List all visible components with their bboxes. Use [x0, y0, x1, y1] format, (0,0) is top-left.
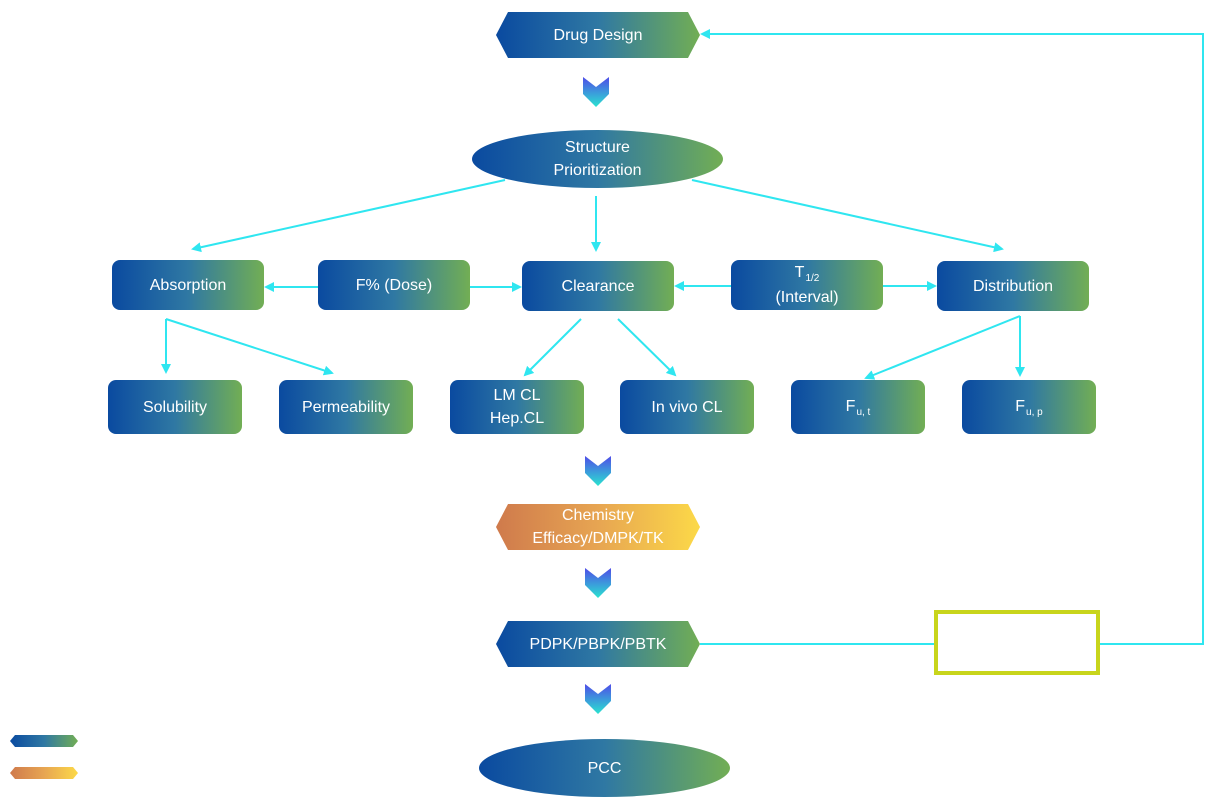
pcc-node: PCC: [479, 739, 730, 797]
absorption-label: Absorption: [149, 276, 227, 294]
connector-structure-to-distribution: [691, 179, 1004, 253]
legend-swatch-blue: [10, 735, 78, 747]
clearance-node: Clearance: [522, 261, 674, 311]
lm-cl-line1: LM CL: [493, 387, 541, 404]
connector-distribution-to-fut: [864, 315, 1021, 380]
decision-box: [934, 610, 1100, 675]
half-life-line1: T1/2: [775, 261, 838, 286]
permeability-node: Permeability: [279, 380, 413, 434]
in-vivo-cl-label: In vivo CL: [651, 398, 723, 416]
connector-clearance-to-invivo: [617, 318, 677, 377]
connector-clearance-to-lmcl: [523, 318, 582, 377]
structure-prioritization-line2: Prioritization: [553, 162, 642, 179]
fu-t-label: Fu, t: [846, 395, 871, 420]
in-vivo-cl-node: In vivo CL: [620, 380, 754, 434]
connector-structure-to-absorption: [191, 179, 506, 253]
pdpk-label: PDPK/PBPK/PBTK: [529, 635, 667, 653]
connector-absorption-to-permeability: [165, 318, 334, 376]
structure-prioritization-line1: Structure: [565, 139, 630, 156]
down-chevrons: [583, 77, 611, 714]
fu-t-node: Fu, t: [791, 380, 925, 434]
structure-prioritization-node: Structure Prioritization: [472, 130, 723, 188]
solubility-node: Solubility: [108, 380, 242, 434]
legend-swatch-orange: [10, 767, 78, 779]
solubility-label: Solubility: [142, 398, 208, 416]
clearance-label: Clearance: [561, 277, 635, 295]
fu-p-subscript: u, p: [1026, 406, 1043, 418]
fu-p-node: Fu, p: [962, 380, 1096, 434]
pcc-label: PCC: [587, 759, 622, 777]
chemistry-line2: Efficacy/DMPK/TK: [532, 530, 664, 547]
connector-decision-to-drug-design: [700, 29, 1204, 645]
chevron-down-icon: [585, 568, 611, 598]
f-dose-label: F% (Dose): [355, 276, 433, 294]
half-life-line2: (Interval): [775, 289, 839, 306]
lm-cl-node: LM CL Hep.CL: [450, 380, 584, 434]
chevron-down-icon: [585, 684, 611, 714]
fu-t-subscript: u, t: [856, 406, 871, 418]
distribution-node: Distribution: [937, 261, 1089, 311]
fu-p-label: Fu, p: [1015, 395, 1042, 420]
distribution-label: Distribution: [972, 277, 1054, 295]
f-dose-node: F% (Dose): [318, 260, 470, 310]
absorption-node: Absorption: [112, 260, 264, 310]
chevron-down-icon: [583, 77, 609, 107]
half-life-node: T1/2 (Interval): [731, 260, 883, 310]
chemistry-line1: Chemistry: [561, 507, 634, 524]
lm-cl-line2: Hep.CL: [489, 410, 545, 427]
pdpk-node: PDPK/PBPK/PBTK: [496, 621, 700, 667]
drug-design-label: Drug Design: [553, 26, 643, 44]
half-life-subscript: 1/2: [805, 273, 820, 284]
fu-p-symbol: F: [1015, 397, 1026, 415]
chevron-down-icon: [585, 456, 611, 486]
chemistry-node: Chemistry Efficacy/DMPK/TK: [496, 504, 700, 550]
drug-design-node: Drug Design: [496, 12, 700, 58]
fu-t-symbol: F: [845, 397, 856, 415]
half-life-symbol: T: [794, 264, 805, 281]
permeability-label: Permeability: [301, 398, 391, 416]
